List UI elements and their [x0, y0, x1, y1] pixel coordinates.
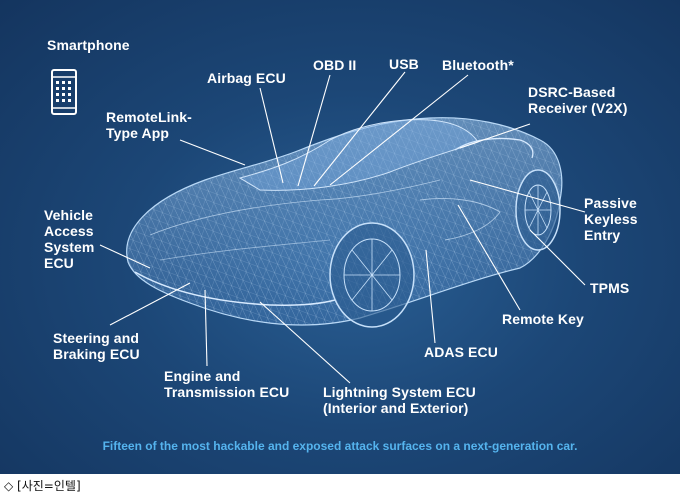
infographic-panel: Smartphone Airbag ECU OBD II USB Bluetoo… [0, 0, 680, 474]
leader-remote-key [457, 204, 521, 311]
label-vehicle-access: Vehicle Access System ECU [44, 207, 95, 271]
car-diagram [51, 69, 586, 384]
label-adas: ADAS ECU [424, 344, 498, 360]
leader-passive-keyless [469, 179, 586, 213]
leader-bluetooth [329, 74, 469, 186]
label-engine: Engine and Transmission ECU [164, 368, 290, 400]
leader-tpms [529, 229, 586, 286]
label-remotelink: RemoteLink- Type App [106, 109, 192, 141]
leader-airbag [259, 87, 284, 184]
label-remote-key: Remote Key [502, 311, 584, 327]
label-smartphone: Smartphone [47, 37, 130, 53]
leader-lightning [259, 301, 351, 384]
leader-vehicle-access [99, 244, 151, 269]
label-lightning: Lightning System ECU (Interior and Exter… [323, 384, 476, 416]
front-wheel [329, 222, 415, 328]
label-passive-keyless: Passive Keyless Entry [584, 195, 638, 243]
leader-obd [297, 74, 331, 187]
label-tpms: TPMS [590, 280, 630, 296]
label-steering: Steering and Braking ECU [53, 330, 140, 362]
label-dsrc: DSRC-Based Receiver (V2X) [528, 84, 628, 116]
label-obd: OBD II [313, 57, 357, 73]
smartphone-icon [51, 69, 77, 115]
leader-steering [109, 282, 191, 326]
rear-wheel [515, 169, 561, 251]
leader-dsrc [459, 123, 531, 149]
caption: Fifteen of the most hackable and exposed… [102, 439, 578, 453]
leader-lines [99, 71, 586, 384]
leader-adas [425, 249, 436, 344]
label-bluetooth: Bluetooth* [442, 57, 514, 73]
label-airbag-ecu: Airbag ECU [207, 70, 286, 86]
car-body [126, 117, 563, 326]
leader-remotelink [179, 139, 246, 166]
photo-credit: ◇ [사진=인텔] [4, 479, 81, 493]
leader-engine [204, 289, 208, 367]
leader-usb [313, 71, 406, 187]
label-usb: USB [389, 56, 419, 72]
